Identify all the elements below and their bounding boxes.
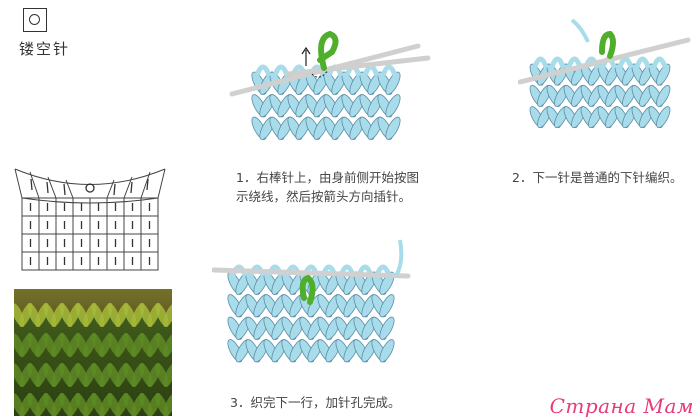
yarn-over-circle	[85, 183, 95, 193]
circle-icon	[29, 14, 40, 25]
needle-loop	[254, 64, 272, 77]
step2-caption: 2．下一针是普通的下针编织。	[512, 170, 683, 185]
arrow-up-icon	[301, 46, 311, 66]
step3-caption: 3．织完下一行，加针孔完成。	[230, 395, 401, 410]
step1-caption-line2: 示绕线，然后按箭头方向插针。	[236, 189, 412, 204]
swatch-stitch	[163, 392, 172, 416]
stitch-leg	[379, 294, 395, 318]
knitted-swatch-photo	[14, 289, 172, 416]
stitch-leg	[656, 106, 671, 129]
stitch-leg	[379, 339, 395, 363]
right-needle	[518, 37, 691, 85]
needle-loop	[549, 56, 566, 69]
knitted-fabric	[227, 264, 395, 363]
working-yarn	[570, 18, 590, 43]
needle-loop	[634, 56, 651, 69]
swatch-stitch	[163, 302, 172, 328]
needle-loop	[362, 64, 380, 77]
insert-arrow-icon	[311, 69, 329, 78]
yarn-over-loop	[299, 274, 316, 305]
yarn-over-symbol-icon	[23, 8, 47, 32]
stitch-leg	[656, 84, 671, 107]
stitch-chart	[14, 168, 166, 271]
stitch-leg	[379, 316, 395, 340]
stitch-leg	[656, 63, 671, 86]
watermark-text: Страна Мам	[549, 394, 694, 418]
step1-caption-line1: 1．右棒针上，由身前侧开始按图	[236, 170, 419, 185]
left-needle	[285, 55, 431, 77]
needle-loop	[380, 64, 398, 77]
step3-illustration	[212, 239, 411, 363]
stitch-leg	[385, 71, 401, 95]
stitch-leg	[385, 94, 401, 118]
knitted-fabric	[529, 56, 671, 129]
stitch-leg	[385, 116, 401, 140]
working-yarn	[394, 239, 404, 277]
step1-illustration	[229, 30, 431, 140]
yarn-over-loop	[317, 30, 339, 71]
yarn-over-loop	[599, 30, 616, 59]
needle-loop	[272, 64, 290, 77]
right-needle	[212, 267, 411, 279]
stitch-title: 镂空针	[19, 40, 71, 58]
chart-top-edge	[14, 168, 166, 185]
step2-illustration	[518, 18, 691, 129]
needle-loop	[651, 56, 668, 69]
needle-loop	[532, 56, 549, 69]
swatch-stitch	[163, 332, 172, 358]
swatch-stitch	[163, 362, 172, 388]
needle-loop	[617, 56, 634, 69]
knitted-fabric	[251, 64, 401, 140]
